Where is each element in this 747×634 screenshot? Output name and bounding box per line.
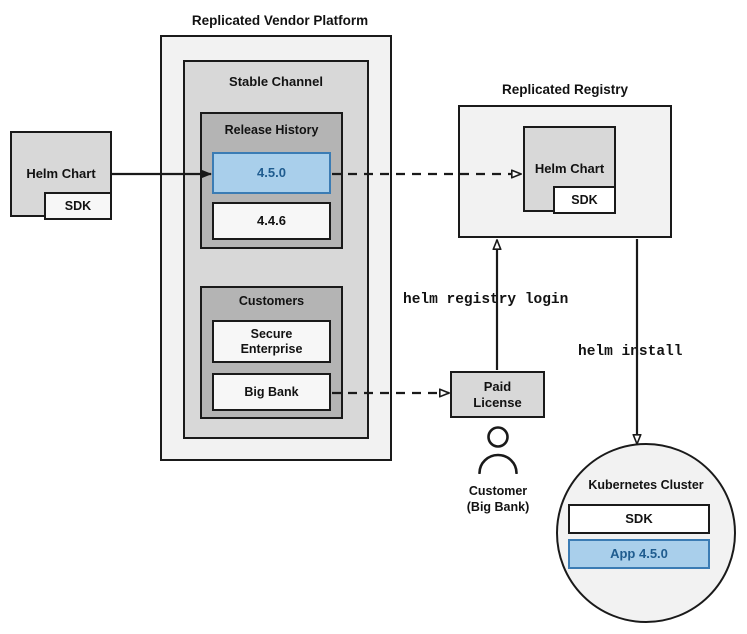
helm-registry-login-command: helm registry login — [403, 292, 569, 308]
customer-name-label: Secure Enterprise — [240, 326, 303, 356]
customer-item-secure-enterprise[interactable]: Secure Enterprise — [212, 320, 331, 363]
customer-name-label: Big Bank — [244, 384, 299, 399]
kubernetes-cluster-label: Kubernetes Cluster — [588, 478, 704, 492]
registry-title: Replicated Registry — [501, 82, 629, 97]
vendor-platform-title: Replicated Vendor Platform — [191, 13, 369, 28]
release-version-label: 4.5.0 — [257, 165, 286, 181]
registry-helm-chart-label: Helm Chart — [534, 161, 605, 176]
customers-label: Customers — [238, 294, 305, 308]
stable-channel-label: Stable Channel — [229, 74, 323, 89]
cluster-component-sdk: SDK — [568, 504, 710, 534]
cluster-component-label: App 4.5.0 — [610, 546, 668, 562]
source-helm-chart-label: Helm Chart — [26, 166, 96, 181]
customer-item-big-bank[interactable]: Big Bank — [212, 373, 331, 411]
cluster-component-app: App 4.5.0 — [568, 539, 710, 569]
helm-install-command: helm install — [578, 344, 683, 360]
registry-sdk-box: SDK — [553, 186, 616, 214]
release-version-label: 4.4.6 — [257, 213, 286, 229]
source-sdk-label: SDK — [64, 198, 92, 213]
customer-person-icon — [478, 426, 518, 474]
source-sdk-box: SDK — [44, 192, 112, 220]
release-history-label: Release History — [224, 123, 319, 137]
release-item-4-5-0[interactable]: 4.5.0 — [212, 152, 331, 194]
customer-actor-label-line1: Customer — [468, 484, 528, 498]
paid-license-label: Paid License — [473, 379, 522, 410]
paid-license-box: Paid License — [450, 371, 545, 418]
release-item-4-4-6[interactable]: 4.4.6 — [212, 202, 331, 240]
cluster-component-label: SDK — [625, 511, 653, 527]
customer-actor-label-line2: (Big Bank) — [466, 500, 530, 514]
registry-sdk-label: SDK — [571, 192, 598, 207]
